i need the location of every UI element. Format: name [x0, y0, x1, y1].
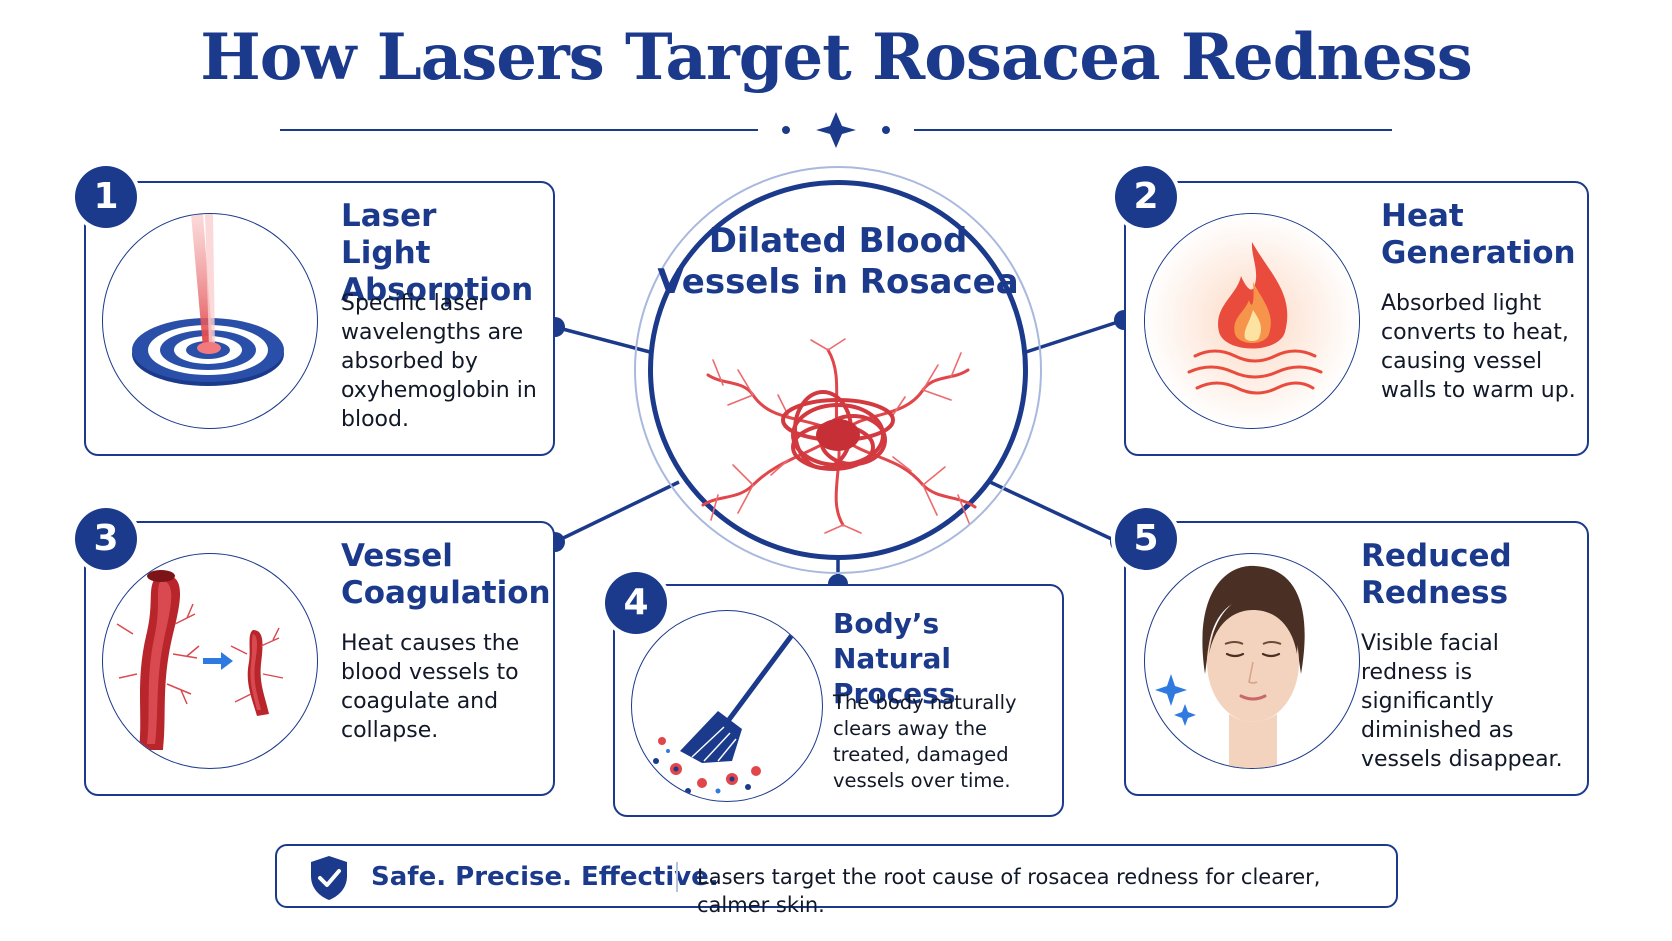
step-title: Vessel Coagulation	[341, 538, 551, 611]
step-number-badge: 5	[1115, 508, 1177, 570]
step-description: Visible facial redness is significantly …	[1361, 631, 1563, 772]
center-dilated-vessels: Dilated Blood Vessels in Rosacea	[648, 180, 1028, 560]
step-card-2: Heat Generation Absorbed light converts …	[1124, 181, 1589, 456]
step-card-4: Body’s Natural Process The body naturall…	[613, 584, 1064, 817]
footer-tagline: Safe. Precise. Effective.	[371, 862, 719, 892]
calm-face-icon	[1155, 565, 1305, 768]
step-icon-frame	[102, 213, 318, 429]
step-card-1: Laser Light Absorption Specific laser wa…	[84, 181, 555, 456]
step-card-5: Reduced Redness Visible facial redness i…	[1124, 521, 1589, 796]
broom-icon	[653, 632, 795, 794]
page-title: How Lasers Target Rosacea Redness	[200, 20, 1473, 95]
step-title: Heat Generation	[1381, 198, 1576, 271]
footer-separator	[676, 862, 678, 892]
step-icon-frame	[1144, 213, 1360, 429]
step-title: Reduced Redness	[1361, 538, 1512, 611]
step-number-badge: 3	[75, 508, 137, 570]
step-number-badge: 1	[75, 166, 137, 228]
footer-text: Lasers target the root cause of rosacea …	[697, 865, 1321, 917]
step-number-badge: 4	[605, 572, 667, 634]
step-title: Body’s Natural Process	[833, 607, 956, 710]
step-title: Laser Light Absorption	[341, 198, 534, 308]
footer-banner: Safe. Precise. Effective. Lasers target …	[275, 844, 1398, 917]
step-description: Absorbed light converts to heat, causing…	[1381, 291, 1576, 403]
step-icon-frame	[102, 553, 318, 769]
vessel-coagulation-icon	[116, 570, 284, 750]
step-number-badge: 2	[1115, 166, 1177, 228]
step-description: The body naturally clears away the treat…	[833, 691, 1017, 792]
step-description: Heat causes the blood vessels to coagula…	[341, 631, 520, 743]
center-title: Dilated Blood Vessels in Rosacea	[657, 221, 1019, 302]
laser-target-icon	[132, 214, 284, 386]
center-outer-ring	[634, 166, 1042, 574]
step-description: Specific laser wavelengths are absorbed …	[341, 291, 537, 432]
step-card-3: Vessel Coagulation Heat causes the blood…	[84, 521, 555, 796]
flame-icon	[1145, 214, 1359, 428]
step-icon-frame	[1144, 553, 1360, 769]
step-icon-frame	[631, 610, 823, 802]
shield-check-icon	[311, 856, 347, 900]
blood-vessel-cluster-icon	[701, 338, 977, 534]
title-divider	[280, 112, 1392, 148]
